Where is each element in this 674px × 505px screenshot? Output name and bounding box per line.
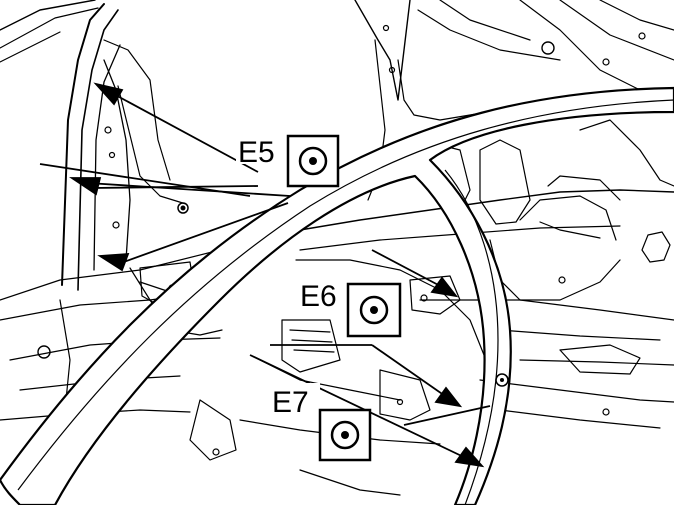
weld-point-symbol-icon [318,408,372,462]
callout-e7-label: E7 [272,386,309,419]
arrowhead-e7-a [454,446,485,468]
callout-e5: E5 [236,132,340,188]
callout-e7: E7 [270,383,372,462]
weld-point-symbol-icon [286,134,340,188]
arrowhead-e5-c [97,253,130,272]
callout-e6: E6 [298,280,402,338]
arrowhead-e5-a [93,82,124,106]
rear-door-frame-arch [0,86,674,505]
arrowhead-e6-b [434,386,463,408]
weld-point-symbol-icon [346,282,402,338]
callout-e6-label: E6 [300,280,337,313]
arrowhead-e6-a [430,276,459,298]
callout-e5-label: E5 [238,136,275,169]
arrowhead-e5-b [69,177,102,196]
leader-lines [39,82,491,468]
